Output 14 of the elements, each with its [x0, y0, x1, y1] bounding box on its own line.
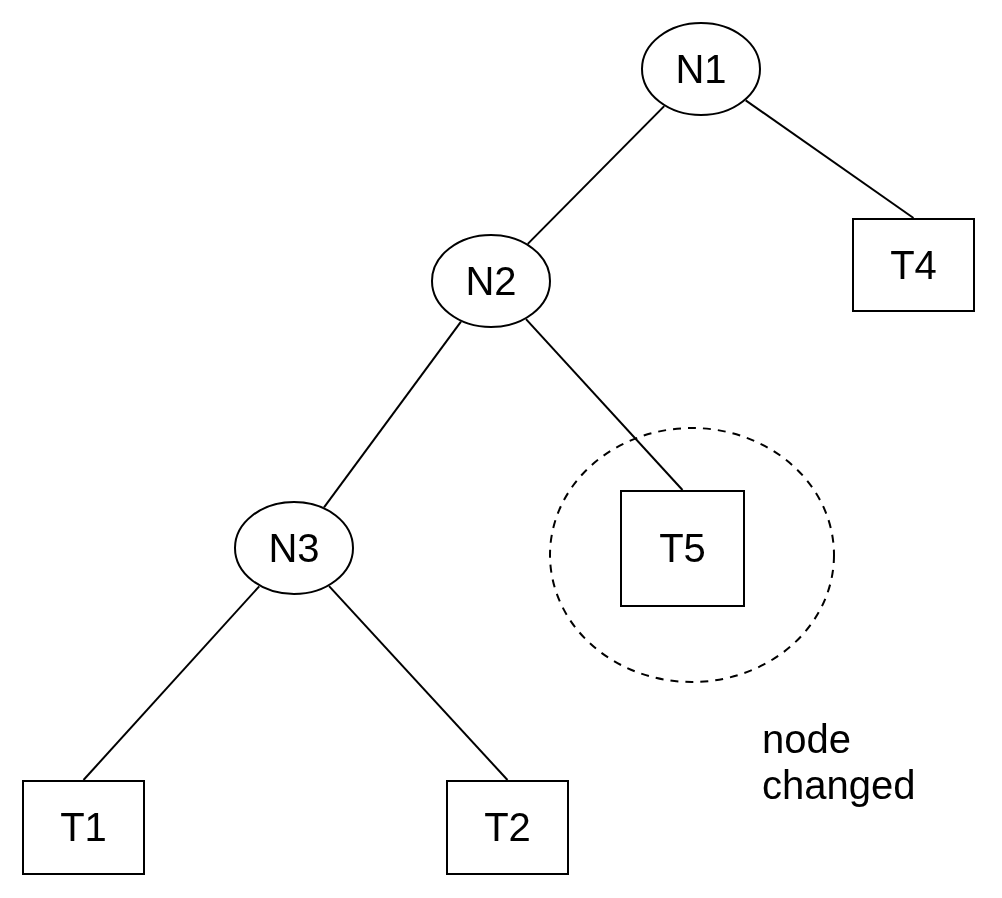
node-label: T5 [659, 526, 706, 571]
node-label: N1 [675, 46, 727, 92]
note-text: node changed [762, 716, 917, 808]
tree-edge [323, 320, 462, 509]
tree-edge [525, 318, 684, 491]
tree-edge [744, 99, 915, 219]
tree-edge [526, 105, 666, 245]
tree-edge [328, 585, 509, 781]
tree-edge [82, 585, 261, 781]
node-label: N2 [465, 258, 517, 304]
node-label: T2 [484, 805, 531, 850]
node-label: N3 [268, 525, 320, 571]
node-label: T1 [60, 805, 107, 850]
node-label: T4 [890, 242, 937, 288]
